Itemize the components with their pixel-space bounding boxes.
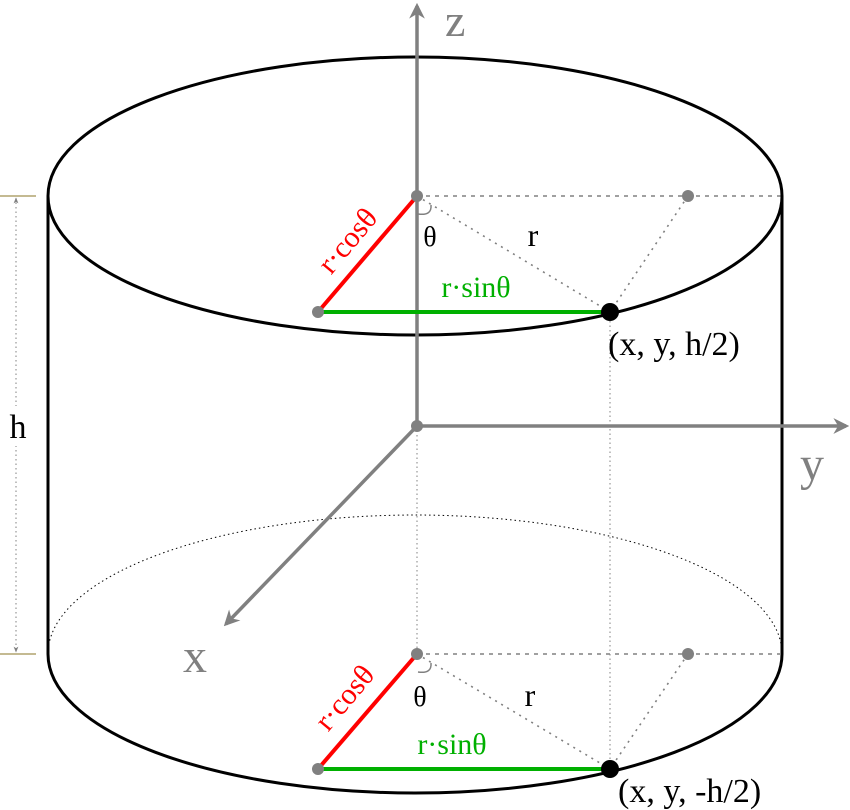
- bottom-x-dot: [312, 763, 324, 775]
- bottom-theta-arc: [417, 662, 432, 674]
- bottom-cos-line: [316, 652, 419, 771]
- top-theta-arc: [417, 204, 432, 216]
- top-radius-label: r: [528, 217, 539, 253]
- x-axis: [223, 424, 419, 627]
- bottom-ellipse-back: [47, 514, 783, 655]
- gray-dots: [312, 190, 694, 775]
- top-y-dot: [682, 190, 694, 202]
- top-theta-label: θ: [423, 222, 436, 253]
- bottom-radius-label: r: [525, 677, 536, 713]
- origin-dot: [411, 420, 423, 432]
- top-sin-label: r·sinθ: [441, 271, 510, 304]
- bottom-sin-label: r·sinθ: [417, 728, 486, 761]
- x-axis-label: x: [183, 630, 207, 683]
- bottom-cos-label: r·cosθ: [308, 659, 381, 737]
- bottom-ellipse-front: [46, 653, 784, 795]
- bottom-theta-label: θ: [413, 682, 426, 713]
- z-axis-label: z: [445, 0, 465, 46]
- top-center-dot: [411, 190, 423, 202]
- y-axis-label: y: [800, 438, 824, 491]
- bottom-point: [601, 760, 619, 778]
- bottom-y-dot: [682, 648, 694, 660]
- bottom-center-dot: [411, 648, 423, 660]
- vertical-guides: [416, 312, 611, 769]
- guide-lines: [416, 195, 782, 770]
- top-cos-label: r·cosθ: [311, 202, 384, 280]
- top-x-dot: [312, 306, 324, 318]
- top-point: [601, 303, 619, 321]
- top-cos-line: [316, 194, 419, 314]
- height-label: h: [10, 409, 27, 446]
- bottom-point-label: (x, y, -h/2): [618, 773, 761, 810]
- top-ellipse: [46, 55, 784, 337]
- height-dimension: [0, 195, 36, 655]
- top-point-label: (x, y, h/2): [608, 326, 740, 363]
